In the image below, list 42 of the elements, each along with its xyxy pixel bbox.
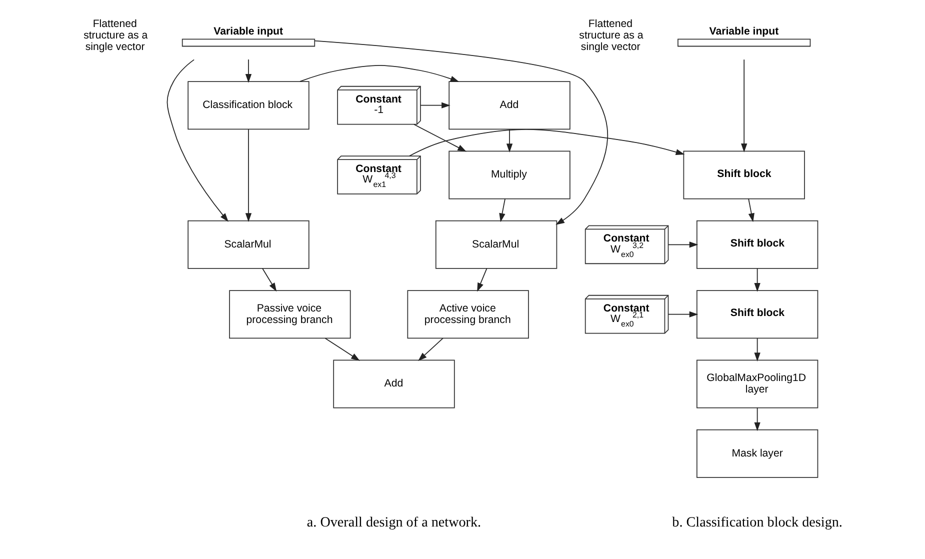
label: a. Overall design of a network. xyxy=(306,514,481,531)
node-label: Flattened structure as a single vector xyxy=(578,18,643,53)
arrow xyxy=(506,128,512,152)
arrow xyxy=(244,59,252,83)
node-box: Shift block xyxy=(682,150,804,200)
node-box: Classification block xyxy=(187,81,309,130)
node-box: ScalarMul xyxy=(187,220,309,269)
node-box: Active voice processing branch xyxy=(406,290,528,339)
arrow xyxy=(244,128,252,222)
arrow xyxy=(420,102,450,108)
arrow xyxy=(748,198,754,222)
arrow xyxy=(754,407,760,432)
arrow xyxy=(299,64,459,82)
node-box: GlobalMaxPooling1D layer xyxy=(696,360,818,408)
arrow xyxy=(667,242,698,248)
arrow xyxy=(498,198,505,222)
node-box xyxy=(677,38,810,47)
label: b. Classification block design. xyxy=(672,514,842,531)
node-box: Multiply xyxy=(448,150,570,200)
node-label: Flattened structure as a single vector xyxy=(83,18,148,53)
arrow xyxy=(476,268,487,292)
arrow xyxy=(418,338,443,362)
node-box: Shift block xyxy=(696,220,818,269)
arrow xyxy=(667,311,698,318)
arrow xyxy=(413,124,466,152)
node-box: ScalarMul xyxy=(434,220,557,269)
arrow xyxy=(324,338,360,361)
node-box: Passive voice processing branch xyxy=(228,290,350,339)
node-box: Shift block xyxy=(696,290,818,339)
node-label: Variable input xyxy=(708,25,778,38)
node-label: Variable input xyxy=(213,25,283,38)
arrow xyxy=(262,268,276,292)
arrow xyxy=(408,129,684,156)
node-box: Add xyxy=(448,81,570,130)
arrow xyxy=(740,59,747,152)
node-box xyxy=(181,38,315,47)
arrow xyxy=(754,268,760,292)
arrow xyxy=(314,40,608,225)
arrow xyxy=(754,338,760,362)
node-box: Mask layer xyxy=(696,429,818,478)
arrow xyxy=(166,59,228,222)
node-box: Add xyxy=(332,360,454,408)
